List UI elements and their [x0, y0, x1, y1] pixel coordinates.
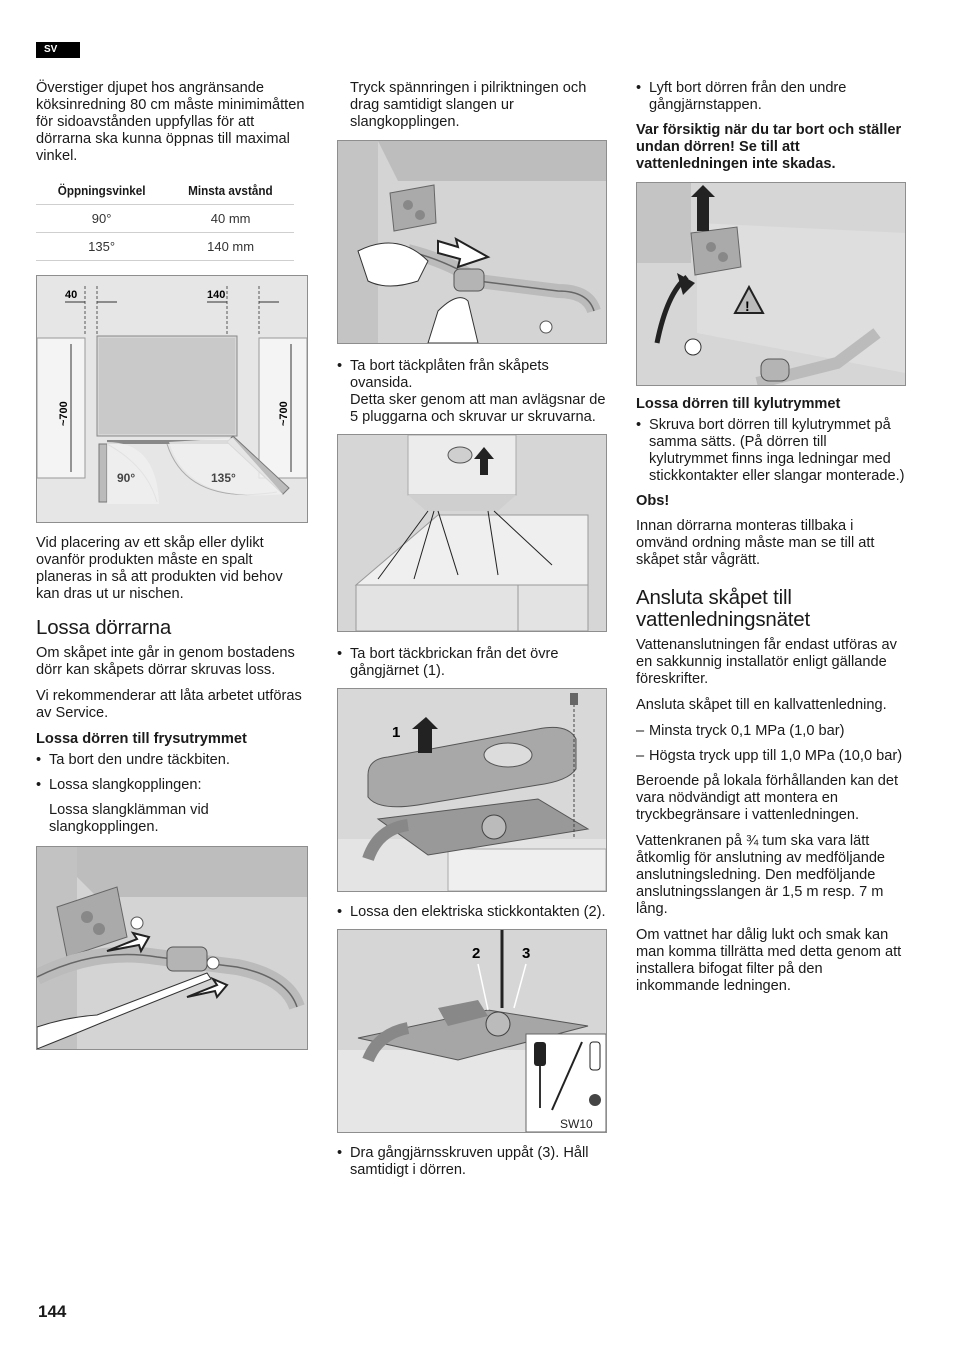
table-cell: 40 mm	[167, 204, 294, 233]
table-cell: 135°	[36, 232, 168, 261]
subheading: Lossa dörren till kylutrymmet	[636, 396, 841, 412]
clearance-table: Öppningsvinkel Minsta avstånd 90° 40 mm …	[36, 177, 294, 261]
tool-size-label: SW10	[560, 1117, 593, 1131]
bullet-list: Skruva bort dörren till kylutrymmet på s…	[636, 417, 908, 485]
language-badge: SV	[36, 42, 80, 58]
paragraph: Vattenanslutningen får endast utföras av…	[636, 637, 897, 687]
paragraph: Tryck spännringen i pilriktningen och dr…	[350, 80, 587, 130]
table-header: Minsta avstånd	[173, 177, 288, 205]
bullet-list: Ta bort täckplåten från skåpets ovansida…	[337, 358, 607, 426]
table-header: Öppningsvinkel	[42, 177, 161, 205]
warning-text: Var försiktig när du tar bort och ställe…	[636, 122, 902, 172]
list-item: Högsta tryck upp till 1,0 MPa (10,0 bar)	[636, 748, 908, 765]
lift-door-illustration: !	[636, 182, 906, 386]
door-clearance-diagram: 40 140 ~700 ~700 90° 135°	[36, 275, 308, 523]
list-item: Ta bort täckbrickan från det övre gångjä…	[337, 646, 607, 680]
column-2: Tryck spännringen i pilriktningen och dr…	[337, 80, 607, 1187]
height-label: ~700	[278, 401, 290, 426]
paragraph: Om skåpet inte går in genom bostadens dö…	[36, 645, 295, 678]
column-3: Lyft bort dörren från den undre gångjärn…	[636, 80, 908, 1004]
figure-label: 1	[392, 724, 400, 741]
list-item-text: Ta bort täckplåten från skåpets ovansida…	[350, 358, 549, 391]
bullet-list: Ta bort täckbrickan från det övre gångjä…	[337, 646, 607, 680]
list-item: Skruva bort dörren till kylutrymmet på s…	[636, 417, 908, 485]
list-item: Lossa den elektriska stickkontakten (2).	[337, 904, 607, 921]
subheading: Lossa dörren till frysutrymmet	[36, 731, 247, 747]
hose-clamp-illustration	[36, 846, 308, 1050]
angle-label: 90°	[117, 471, 135, 485]
table-cell: 90°	[36, 204, 168, 233]
bullet-list: Lossa den elektriska stickkontakten (2).	[337, 904, 607, 921]
table-row: 135° 140 mm	[36, 232, 294, 261]
intro-paragraph: Överstiger djupet hos angränsande köksin…	[36, 80, 305, 164]
section-heading: Lossa dörrarna	[36, 616, 172, 639]
paragraph: Vi rekommenderar att låta arbetet utföra…	[36, 688, 302, 721]
indented-paragraph: Lossa slangklämman vid slangkopplingen.	[49, 802, 209, 835]
paragraph: Ansluta skåpet till en kallvattenledning…	[636, 697, 887, 713]
list-item: Lossa slangkopplingen:	[36, 777, 308, 794]
page-number: 144	[38, 1302, 67, 1321]
list-item: Ta bort täckplåten från skåpets ovansida…	[337, 358, 607, 426]
list-item: Minsta tryck 0,1 MPa (1,0 bar)	[636, 723, 908, 740]
dimension-label: 140	[207, 289, 225, 301]
warning-icon: !	[745, 298, 750, 314]
list-item: Ta bort den undre täckbiten.	[36, 752, 308, 769]
figure-label: 2	[472, 945, 480, 962]
angle-label: 135°	[211, 471, 236, 485]
column-1: Överstiger djupet hos angränsande köksin…	[36, 80, 308, 1060]
pressure-list: Minsta tryck 0,1 MPa (1,0 bar) Högsta tr…	[636, 723, 908, 765]
list-item-text: Detta sker genom att man avlägsnar de 5 …	[350, 392, 606, 425]
dimension-label: 40	[65, 289, 77, 301]
hinge-screw-illustration: 2 3 SW10	[337, 929, 607, 1133]
paragraph: Innan dörrarna monteras tillbaka i omvän…	[636, 518, 875, 568]
paragraph: Om vattnet har dålig lukt och smak kan m…	[636, 927, 902, 994]
list-item: Lyft bort dörren från den undre gångjärn…	[636, 80, 908, 114]
section-heading: Ansluta skåpet till vattenledningsnätet	[636, 586, 811, 631]
cover-plate-illustration	[337, 434, 607, 632]
obs-heading: Obs!	[636, 493, 670, 509]
bullet-list: Dra gångjärnsskruven uppåt (3). Håll sam…	[337, 1145, 607, 1179]
paragraph: Beroende på lokala förhållanden kan det …	[636, 773, 899, 823]
figure-label: 3	[522, 945, 530, 962]
table-cell: 140 mm	[167, 232, 294, 261]
paragraph: Vattenkranen på ¾ tum ska vara lätt åtko…	[636, 833, 886, 917]
height-label: ~700	[58, 401, 70, 426]
bullet-list: Lyft bort dörren från den undre gångjärn…	[636, 80, 908, 114]
list-item: Dra gångjärnsskruven uppåt (3). Håll sam…	[337, 1145, 607, 1179]
hinge-cover-illustration: 1	[337, 688, 607, 892]
bullet-list: Ta bort den undre täckbiten. Lossa slang…	[36, 752, 308, 794]
placement-paragraph: Vid placering av ett skåp eller dylikt o…	[36, 535, 283, 602]
table-row: 90° 40 mm	[36, 204, 294, 233]
tension-ring-illustration	[337, 140, 607, 344]
clearance-drawing: 40 140 ~700 ~700 90° 135°	[37, 276, 307, 522]
